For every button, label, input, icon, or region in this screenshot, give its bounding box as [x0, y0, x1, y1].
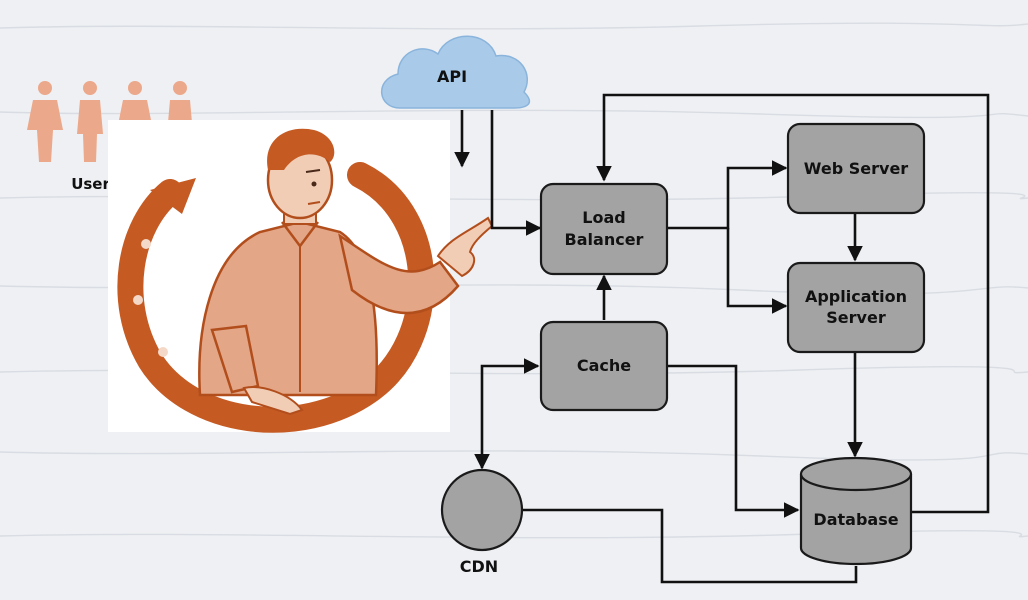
load-balancer-label-line1: Load — [582, 208, 625, 227]
cdn-circle — [440, 468, 524, 552]
database-cylinder: Database — [799, 456, 913, 566]
web-server-label: Web Server — [804, 159, 909, 178]
cloud-icon — [380, 35, 531, 109]
app-server-label-line1: Application — [805, 287, 907, 306]
app-server-label-line2: Server — [826, 308, 886, 327]
person-pointing-illustration — [108, 120, 494, 433]
connections — [454, 93, 990, 584]
cache-node: Cache — [539, 320, 669, 412]
application-server-node: Application Server — [786, 261, 926, 354]
cache-label: Cache — [577, 356, 631, 375]
load-balancer-label-line2: Balancer — [565, 230, 644, 249]
load-balancer-node: Load Balancer — [539, 182, 669, 276]
api-label: API — [437, 67, 467, 86]
web-server-node: Web Server — [786, 122, 926, 215]
cdn-label: CDN — [460, 557, 498, 576]
database-label: Database — [813, 510, 898, 529]
users-label: Users — [71, 175, 119, 193]
